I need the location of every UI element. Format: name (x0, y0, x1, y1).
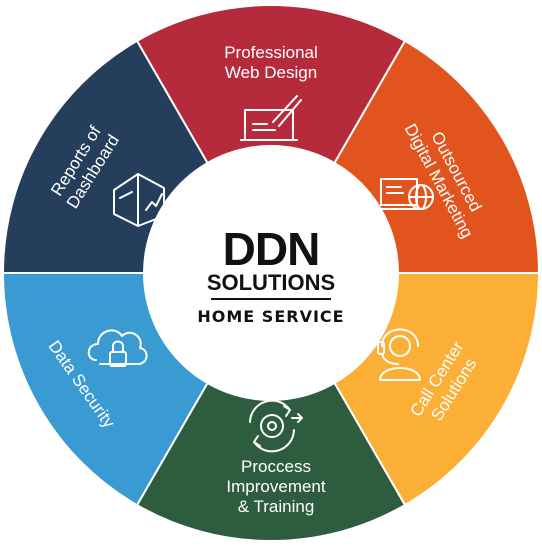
brand-home-service: HOME SERVICE (197, 307, 344, 326)
segment-label-line: Proccess (241, 457, 311, 476)
gear-cycle-icon (249, 399, 303, 453)
segment-label-line: Web Design (225, 63, 317, 82)
digital-marketing-icon (376, 178, 434, 210)
segment-label-line: & Training (238, 497, 315, 516)
segment-label-line: Professional (224, 43, 318, 62)
chart-box-icon (113, 173, 165, 227)
headset-icon (377, 328, 421, 381)
brand-solutions: SOLUTIONS (207, 270, 335, 295)
web-design-icon (240, 95, 302, 141)
segment-label-line: Improvement (226, 477, 325, 496)
cloud-lock-icon (87, 329, 148, 367)
segment-process-improvement (135, 270, 407, 542)
center-circle (143, 145, 399, 401)
brand-name: DDN (223, 223, 320, 275)
